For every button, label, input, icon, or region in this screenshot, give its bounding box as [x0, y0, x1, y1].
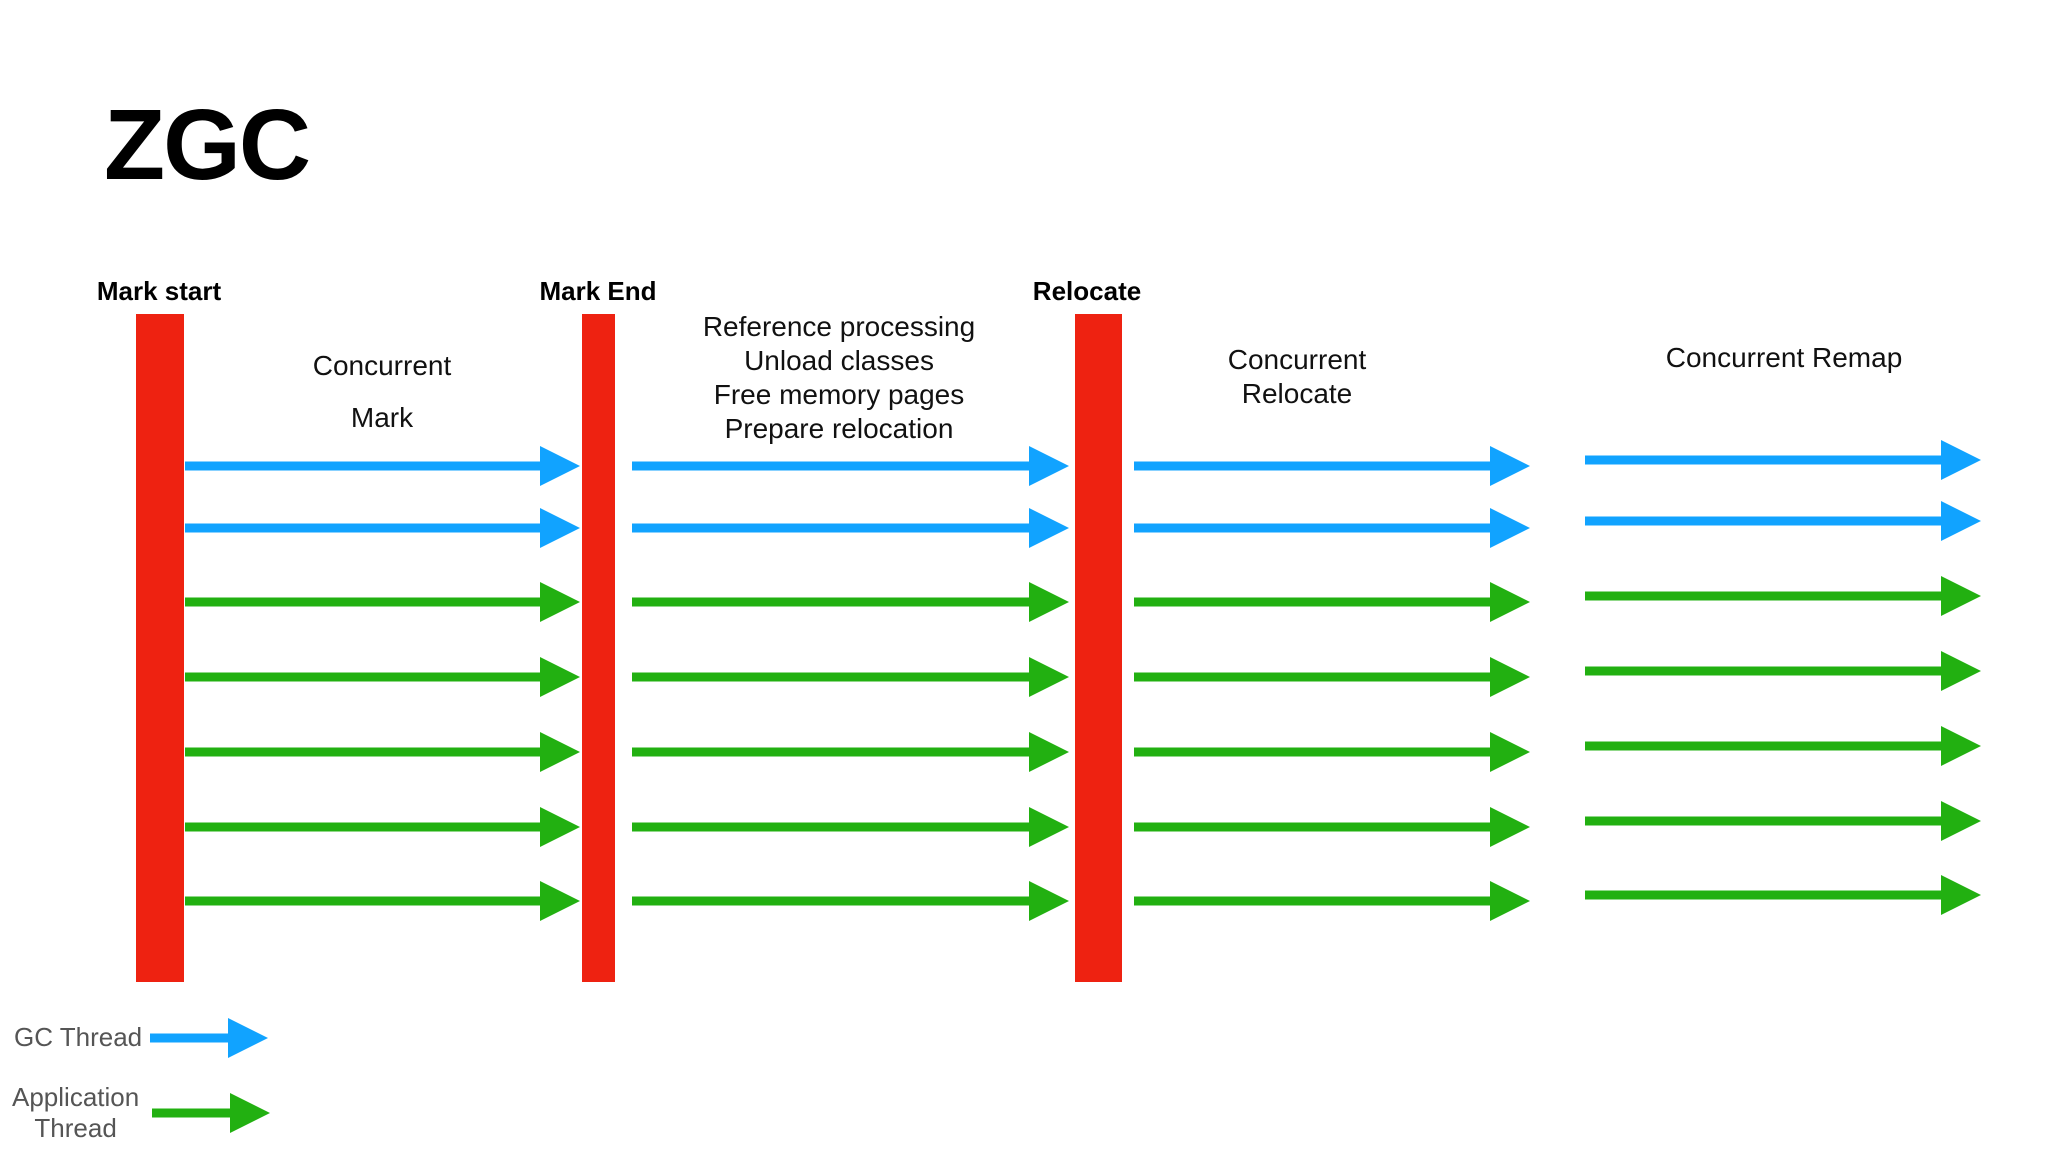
pause-bar-mark-end: [582, 314, 615, 982]
app-thread-arrow: [632, 881, 1069, 921]
app-thread-arrow: [185, 807, 580, 847]
gc-thread-arrow: [1134, 508, 1530, 548]
legend-app-label-line: Thread: [34, 1113, 117, 1143]
gc-thread-arrow: [185, 508, 580, 548]
segment-text-line: Concurrent Remap: [1665, 342, 1903, 373]
app-thread-arrow: [632, 582, 1069, 622]
gc-thread-arrow: [1585, 501, 1981, 541]
app-thread-arrow: [1585, 576, 1981, 616]
app-thread-arrow: [1585, 726, 1981, 766]
app-thread-arrow: [185, 657, 580, 697]
pause-bar-relocate: [1075, 314, 1122, 982]
app-thread-arrow: [1585, 875, 1981, 915]
segment-description-reference-processing: Reference processing Unload classes Free…: [703, 310, 975, 446]
phase-label-mark-start: Mark start: [96, 276, 222, 306]
legend-app-label-line: Application: [12, 1082, 140, 1112]
app-thread-arrow: [1134, 807, 1530, 847]
slide-title: ZGC: [104, 89, 311, 201]
app-thread-arrow: [1134, 657, 1530, 697]
segment-description-concurrent-relocate: Concurrent Relocate: [1228, 343, 1367, 411]
app-thread-arrow: [1134, 732, 1530, 772]
app-thread-arrow: [632, 732, 1069, 772]
phase-label-relocate: Relocate: [1032, 276, 1142, 306]
segment-text-line: Concurrent: [312, 350, 452, 381]
segment-text-line: Unload classes: [744, 345, 934, 376]
segment-text-line: Free memory pages: [713, 379, 965, 410]
segment-text-line: Concurrent: [1227, 344, 1367, 375]
legend-gc-arrow: [150, 1018, 268, 1058]
gc-thread-arrow: [632, 446, 1069, 486]
app-thread-arrow: [1585, 801, 1981, 841]
legend-gc-label: GC Thread: [14, 1022, 143, 1052]
segment-text-line: Prepare relocation: [724, 413, 954, 444]
phase-label-mark-end: Mark End: [539, 276, 657, 306]
app-thread-arrow: [1134, 881, 1530, 921]
app-thread-arrow: [632, 807, 1069, 847]
pause-bar-mark-start: [136, 314, 184, 982]
app-thread-arrow: [185, 881, 580, 921]
gc-thread-arrow: [632, 508, 1069, 548]
gc-thread-arrow: [185, 446, 580, 486]
gc-thread-arrow: [1134, 446, 1530, 486]
segment-description-concurrent-remap: Concurrent Remap: [1666, 341, 1903, 375]
app-thread-arrow: [1585, 651, 1981, 691]
app-thread-arrow: [1134, 582, 1530, 622]
app-thread-arrow: [632, 657, 1069, 697]
gc-thread-arrow: [1585, 440, 1981, 480]
segment-text-line: Mark: [350, 402, 414, 433]
segment-text-line: Relocate: [1241, 378, 1353, 409]
app-thread-arrow: [185, 732, 580, 772]
segment-text-line: Reference processing: [702, 311, 976, 342]
segment-description-concurrent-mark: Concurrent Mark: [313, 340, 452, 444]
legend-app-arrow: [152, 1093, 270, 1133]
app-thread-arrow: [185, 582, 580, 622]
legend-app-label: Application Thread: [12, 1082, 139, 1144]
